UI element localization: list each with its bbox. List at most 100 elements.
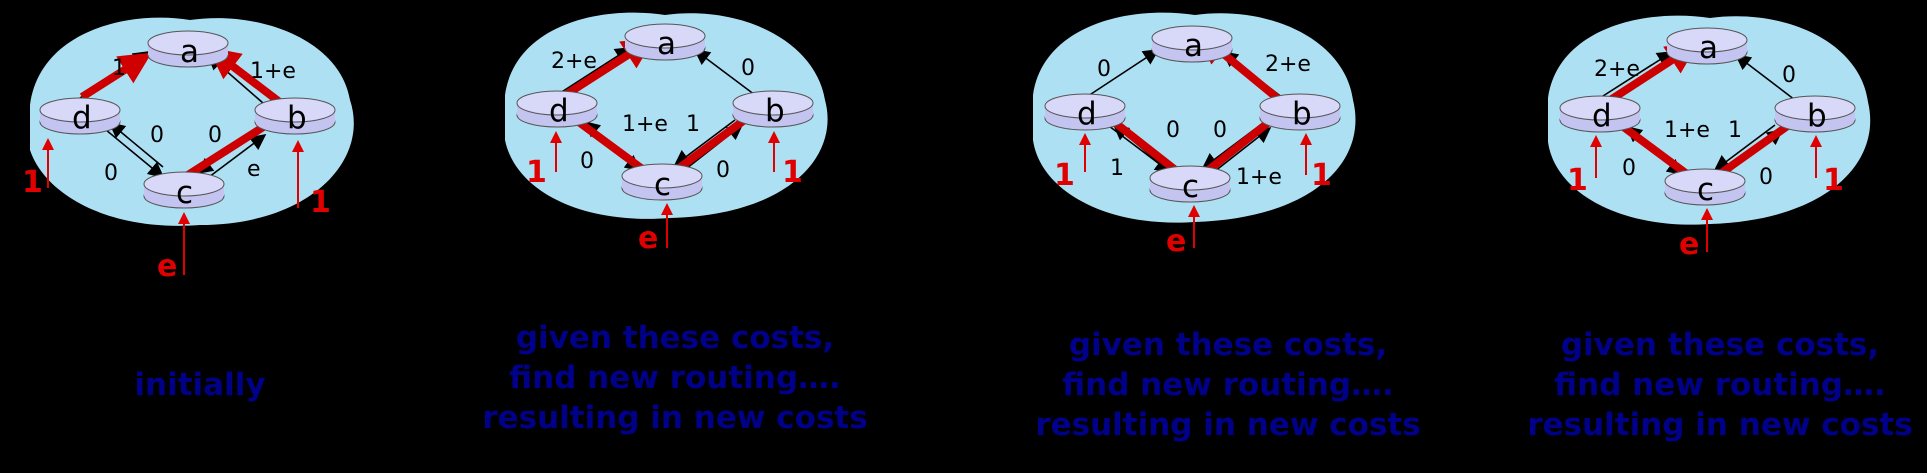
router-c: c: [1664, 168, 1746, 208]
caption-panel-4: given these costs, find new routing…. re…: [1500, 325, 1927, 445]
edge-label: 1+e: [1236, 165, 1282, 190]
panel-3: a d b c 0 2+e 0 0 1 1+e 1 1 e: [1033, 12, 1356, 259]
router-b: b: [254, 97, 336, 136]
router-a-label: a: [1699, 30, 1718, 66]
network-cloud: [1033, 12, 1356, 223]
edge-label: 0: [1759, 165, 1773, 190]
caption-line: given these costs,: [515, 320, 835, 356]
edge-label: 0: [1782, 63, 1796, 88]
router-a-label: a: [657, 26, 676, 62]
edge-label: 0: [716, 158, 730, 183]
router-b-label: b: [1292, 96, 1312, 132]
router-b: b: [732, 90, 814, 129]
router-c: c: [143, 171, 225, 211]
edge-label: 1: [112, 56, 126, 81]
input-label-c: e: [1166, 224, 1186, 259]
caption-line: given these costs,: [1560, 327, 1880, 363]
panel-2: a d b c 2+e 0 1+e 1 0 0 1 1 e: [505, 12, 828, 256]
edge-label: e: [247, 157, 261, 182]
router-d: d: [1044, 93, 1126, 132]
network-cloud: [1548, 15, 1871, 225]
router-d-label: d: [72, 100, 92, 136]
router-b-label: b: [765, 93, 785, 129]
panel-4: a d b c 2+e 0 1+e 1 0 0 1 1 e: [1548, 15, 1871, 262]
edge-b-a: [693, 49, 756, 96]
edge-c-d: [108, 121, 164, 168]
edge-label: 0: [104, 161, 118, 186]
edge-label: 0: [1213, 118, 1227, 143]
input-label-d: 1: [1054, 158, 1075, 193]
input-label-b: 1: [1823, 163, 1844, 198]
router-d-label: d: [549, 93, 569, 129]
route-b-c-d-a: [1590, 42, 1813, 191]
router-c: c: [1149, 165, 1231, 205]
router-b: b: [1774, 95, 1856, 134]
caption-line: resulting in new costs: [1035, 407, 1421, 443]
router-b: b: [1259, 93, 1341, 132]
input-label-b: 1: [782, 155, 803, 190]
router-d: d: [39, 97, 121, 136]
edge-label: 0: [208, 123, 222, 148]
caption-panel-2: given these costs, find new routing…. re…: [455, 318, 895, 438]
edge-label: 1: [1110, 156, 1124, 181]
router-c-label: c: [654, 167, 671, 203]
edge-label: 1: [1728, 118, 1742, 143]
router-a: a: [147, 30, 229, 70]
input-label-c: e: [1679, 227, 1699, 262]
input-label-b: 1: [1311, 158, 1332, 193]
input-label-d: 1: [22, 165, 43, 200]
input-label-b: 1: [310, 185, 331, 220]
router-b-label: b: [1807, 98, 1827, 134]
network-cloud: [30, 17, 354, 226]
input-label-c: e: [638, 221, 658, 256]
route-d-c-b-a: [1092, 31, 1295, 189]
edge-label: 0: [1097, 57, 1111, 82]
caption-panel-3: given these costs, find new routing…. re…: [1008, 325, 1448, 445]
router-d-label: d: [1592, 98, 1612, 134]
edge-d-a: [1087, 49, 1160, 97]
router-a-label: a: [1184, 28, 1203, 64]
caption-line: resulting in new costs: [1527, 407, 1913, 443]
edge-label: 0: [150, 123, 164, 148]
input-label-d: 1: [526, 155, 547, 190]
router-b-label: b: [287, 100, 307, 136]
router-a: a: [1151, 25, 1233, 64]
caption-line: find new routing….: [1554, 367, 1886, 403]
route-b-c-d-a: [545, 37, 768, 187]
route-d-a: [79, 52, 152, 101]
router-a: a: [1666, 27, 1748, 66]
caption-initially: initially: [0, 365, 420, 405]
caption-line: given these costs,: [1068, 327, 1388, 363]
router-a: a: [624, 23, 706, 62]
edge-label: 1+e: [1664, 118, 1710, 143]
edge-label: 2+e: [551, 49, 597, 74]
edge-b-a: [1734, 54, 1796, 101]
caption-line: find new routing….: [509, 360, 841, 396]
router-c: c: [621, 163, 703, 203]
caption-line: resulting in new costs: [482, 400, 868, 436]
edge-label: 0: [1166, 118, 1180, 143]
caption-line: initially: [134, 367, 266, 403]
edge-label: 1: [686, 112, 700, 137]
edge-d-a: [559, 47, 632, 94]
caption-line: find new routing….: [1062, 367, 1394, 403]
router-d-label: d: [1077, 96, 1097, 132]
input-label-c: e: [157, 249, 177, 284]
edge-d-a: [1602, 51, 1674, 97]
edge-c-b: [204, 134, 267, 181]
edge-label: 1+e: [250, 59, 296, 84]
router-c-label: c: [1182, 169, 1199, 205]
router-d: d: [516, 90, 598, 129]
edge-label: 1+e: [622, 112, 668, 137]
router-a-label: a: [180, 34, 199, 70]
network-cloud: [505, 12, 828, 219]
router-c-label: c: [176, 175, 193, 211]
input-label-d: 1: [1567, 163, 1588, 198]
router-c-label: c: [1697, 172, 1714, 208]
edge-label: 2+e: [1594, 57, 1640, 82]
edge-label: 2+e: [1265, 52, 1311, 77]
router-d: d: [1559, 95, 1641, 134]
edge-c-b: [1209, 127, 1272, 176]
panel-1: a d b c 1 1+e 0 0 0 e 1 1: [22, 17, 354, 284]
edge-b-c: [673, 119, 736, 166]
